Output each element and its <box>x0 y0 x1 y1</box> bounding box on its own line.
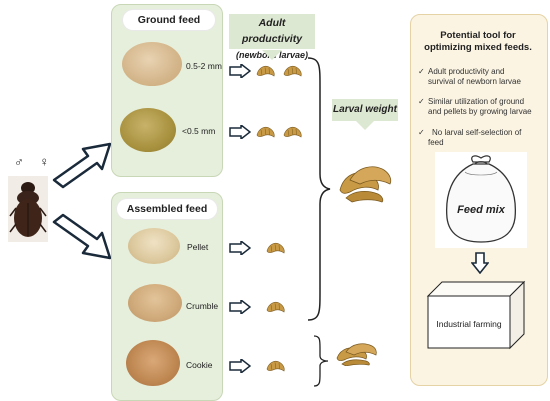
arrow-right-icon <box>229 64 251 78</box>
bullet-3: ✓ No larval self-selection of feed <box>418 128 522 148</box>
coarse-ground-feed <box>122 42 182 86</box>
adult-productivity-line1: Adult productivity <box>241 17 303 45</box>
larval-weight-label: Larval weight <box>332 99 398 121</box>
bullet-2: ✓ Similar utilization of ground and pell… <box>418 97 532 117</box>
larva-icon <box>256 65 275 77</box>
bag-icon <box>435 152 527 248</box>
brace-icon <box>307 57 331 321</box>
ground-size-2: <0.5 mm <box>182 126 216 136</box>
ground-size-1: 0.5-2 mm <box>186 61 222 71</box>
ground-feed-panel <box>111 4 223 177</box>
check-icon: ✓ <box>418 67 425 76</box>
larva-icon <box>339 166 392 203</box>
chevron-down-icon <box>262 50 282 60</box>
arrow-right-icon <box>229 359 251 373</box>
larva-icon <box>336 343 377 366</box>
larva-icon <box>266 242 285 254</box>
beetle-icon <box>8 176 48 242</box>
arrow-down-right-icon <box>52 213 112 260</box>
arrow-right-icon <box>229 241 251 255</box>
larva-icon <box>266 360 285 372</box>
ground-feed-title: Ground feed <box>123 10 215 30</box>
bullet-2-line2: and pellets by growing larvae <box>428 107 532 116</box>
arrow-right-icon <box>229 125 251 139</box>
cube-icon <box>426 280 526 350</box>
bullet-3-line1: No larval self-selection of <box>432 128 522 137</box>
check-icon: ✓ <box>418 128 425 137</box>
check-icon: ✓ <box>418 97 425 106</box>
assembled-item-pellet: Pellet <box>187 242 209 252</box>
larva-icon <box>256 126 275 138</box>
bullet-1-line2: survival of newborn larvae <box>428 77 521 86</box>
bullet-1-line1: Adult productivity and <box>428 67 505 76</box>
assembled-item-cookie: Cookie <box>186 360 213 370</box>
feed-mix-label: Feed mix <box>457 204 505 216</box>
brace-icon <box>313 335 329 387</box>
larva-icon <box>266 301 285 313</box>
assembled-feed-title: Assembled feed <box>117 199 217 219</box>
assembled-item-crumble: Crumble <box>186 301 219 311</box>
chevron-down-icon <box>356 121 374 130</box>
cookie-feed <box>126 340 180 386</box>
bullet-2-line1: Similar utilization of ground <box>428 97 525 106</box>
arrow-down-icon <box>471 252 489 274</box>
potential-title-line1: Potential tool for <box>440 30 516 41</box>
crumble-feed <box>128 284 182 322</box>
arrow-right-icon <box>229 300 251 314</box>
potential-tool-title: Potential tool for optimizing mixed feed… <box>414 30 542 54</box>
bullet-1: ✓ Adult productivity and survival of new… <box>418 67 521 87</box>
bullet-3-line2: feed <box>428 138 444 147</box>
adult-productivity-label: Adult productivity (newborn larvae) <box>229 14 315 60</box>
arrow-up-right-icon <box>52 142 112 189</box>
potential-title-line2: optimizing mixed feeds. <box>424 42 532 53</box>
industrial-farming-label: Industrial farming <box>436 319 502 329</box>
sex-symbols: ♂ ♀ <box>14 154 56 169</box>
pellet-feed <box>128 228 180 264</box>
larva-icon <box>283 65 302 77</box>
fine-ground-feed <box>120 108 176 152</box>
larva-icon <box>283 126 302 138</box>
